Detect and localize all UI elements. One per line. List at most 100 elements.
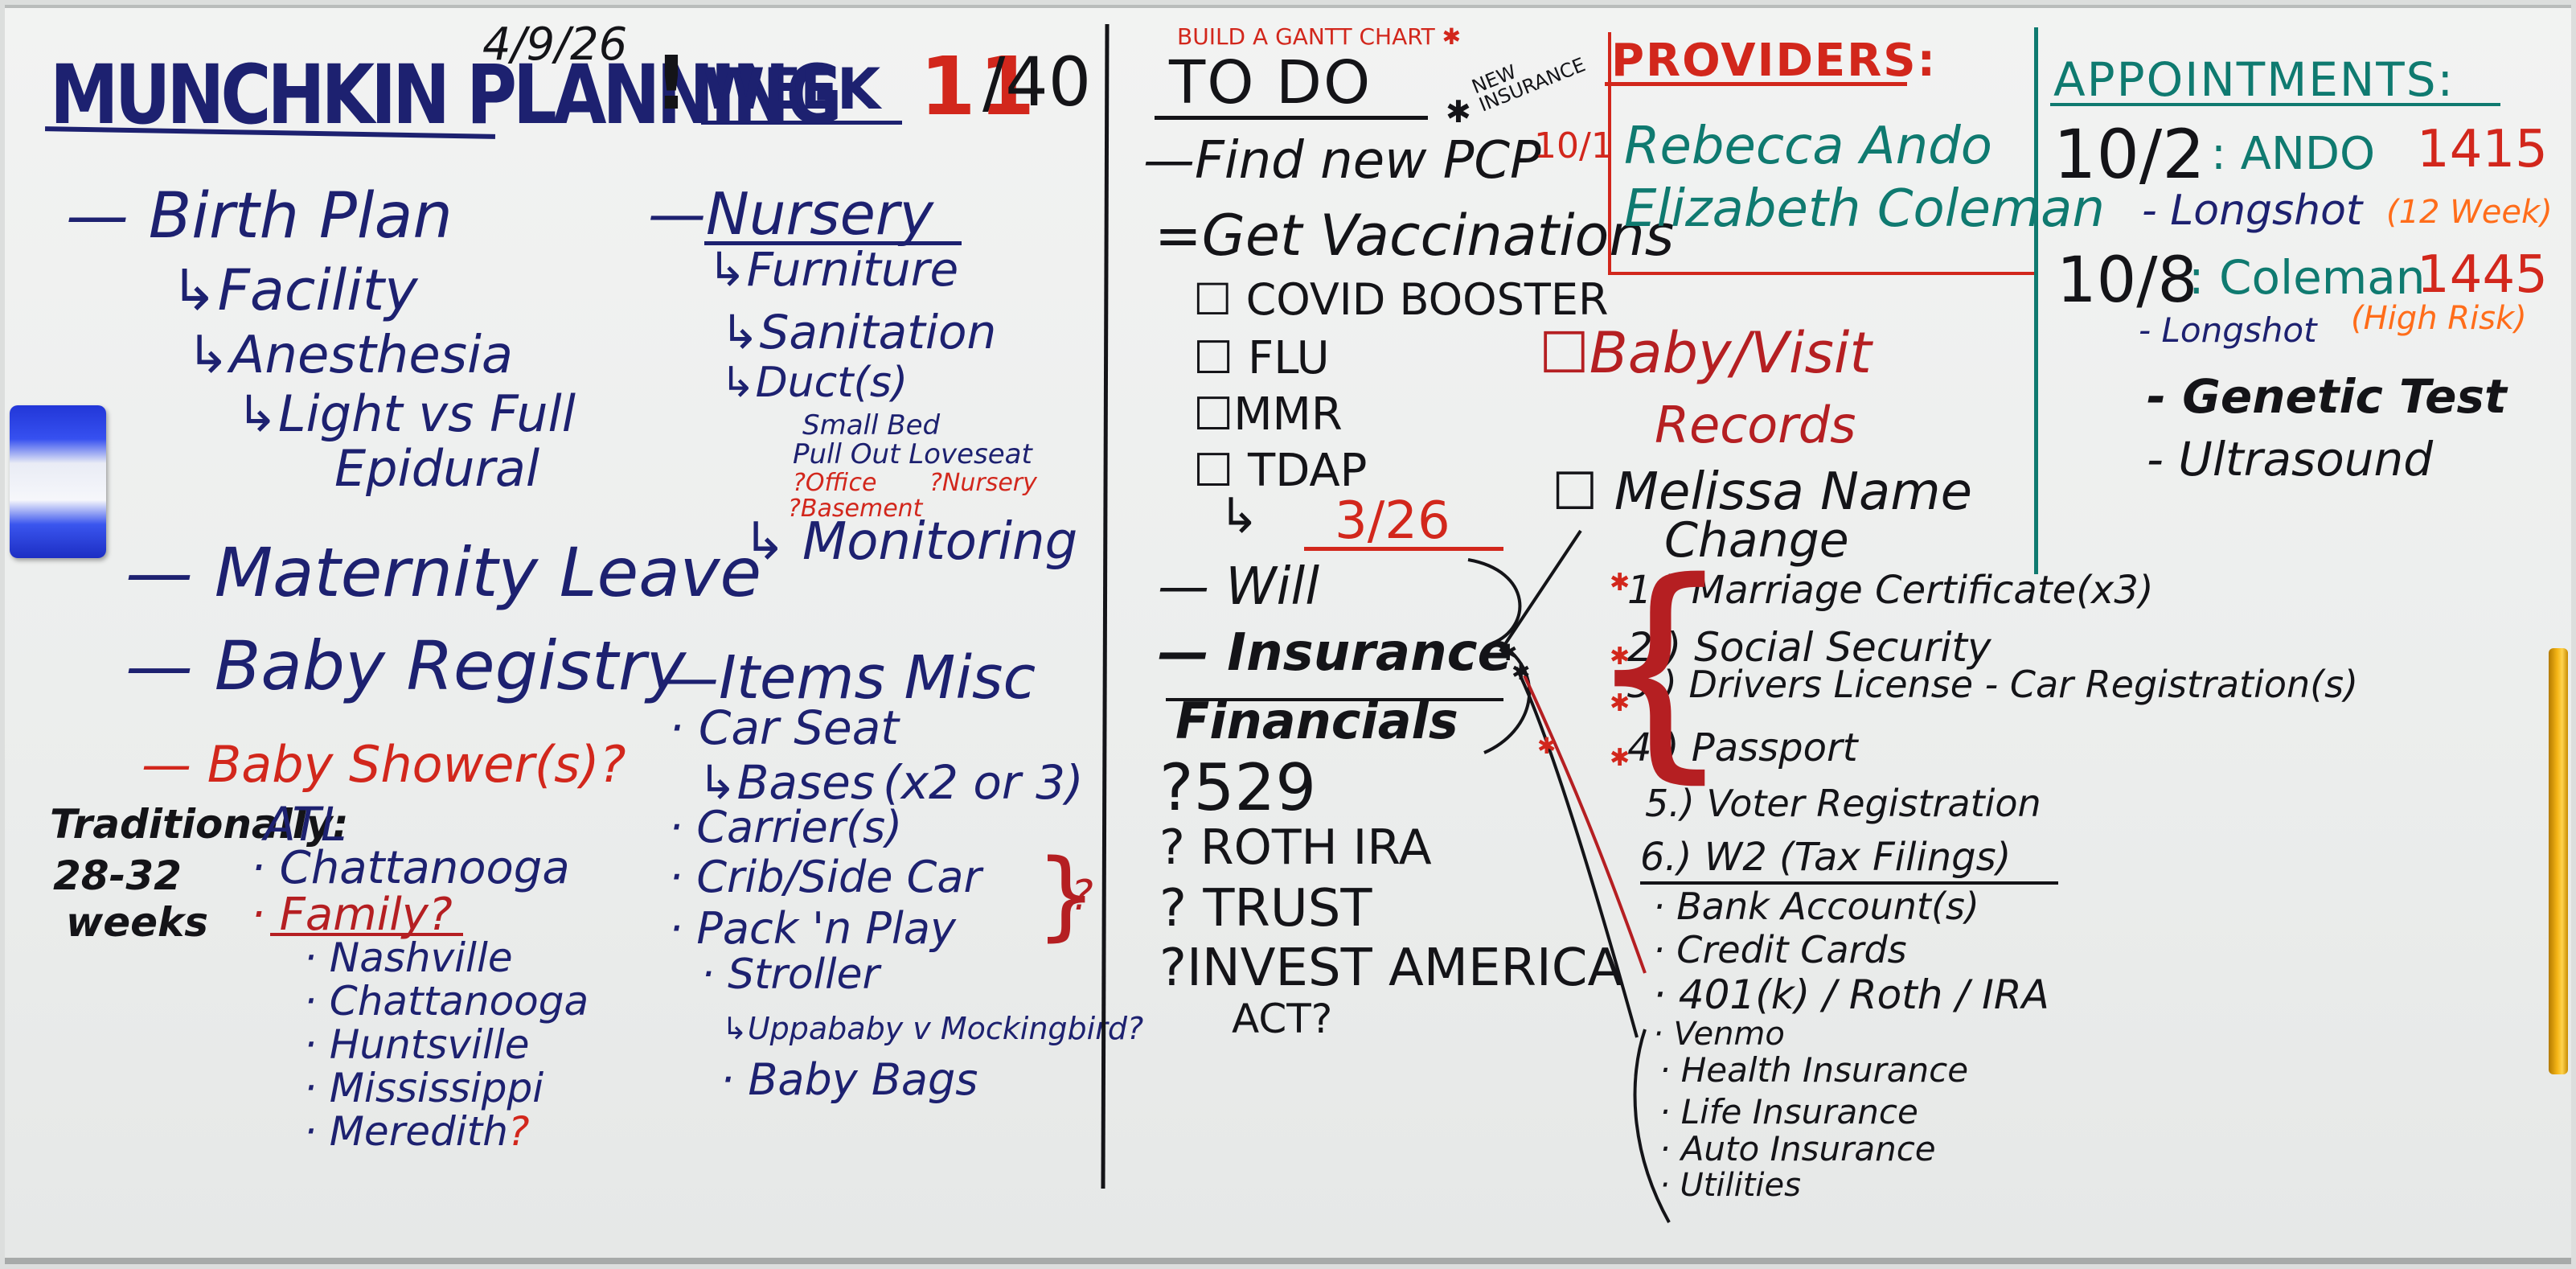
monitoring: ↳ Monitoring: [743, 512, 1078, 572]
account-bank: · Bank Account(s): [1653, 885, 1979, 928]
records-label: Records: [1655, 396, 1856, 454]
genetic-test: - Genetic Test: [2147, 369, 2507, 424]
roth-ira: ? ROTH IRA: [1159, 819, 1432, 876]
baby-shower-label: Baby Shower(s)?: [207, 735, 626, 794]
account-utilities-label: Utilities: [1680, 1167, 1801, 1204]
record-step-3: 3.) Drivers License - Car Registration(s…: [1627, 663, 2359, 706]
nashville: · Nashville: [304, 934, 513, 981]
step-2-star: ✱: [1610, 643, 1631, 671]
weeks-range: 28-32: [53, 852, 182, 899]
tdap-arrow-icon: ↳: [1219, 488, 1260, 544]
week-total: /40: [982, 43, 1092, 121]
crib-pack-bracket: }: [1036, 840, 1097, 951]
step-1-star: ✱: [1610, 569, 1631, 597]
pack-n-play-label: Pack 'n Play: [696, 903, 956, 954]
title-exclamation: !: [654, 40, 688, 126]
nursery-underline: [704, 241, 962, 245]
pull-out-loveseat: Pull Out Loveseat: [793, 438, 1032, 470]
whiteboard: MUNCHKIN PLANNING 4/9/26 ! WEEK 11 /40 —…: [5, 5, 2571, 1264]
record-step-2: 2.) Social Security: [1627, 624, 1991, 671]
maternity-leave-label: Maternity Leave: [214, 533, 762, 612]
epidural: Epidural: [334, 439, 540, 498]
account-retirement-label: 401(k) / Roth / IRA: [1678, 971, 2049, 1018]
new-insurance: NEW INSURANCE: [1468, 53, 1589, 117]
nursery-option: ?Nursery: [929, 469, 1037, 497]
covid-label: COVID BOOSTER: [1245, 274, 1609, 325]
appt2-date: 10/8: [2057, 244, 2198, 317]
blue-magnet-eraser: [10, 405, 106, 558]
week-underline: [701, 121, 902, 125]
step-4-star: ✱: [1610, 744, 1631, 772]
weeks-word: weeks: [66, 899, 209, 946]
gantt-note-label: BUILD A GANTT CHART: [1177, 23, 1435, 50]
baby-bags: · Baby Bags: [720, 1054, 978, 1105]
financials: Financials: [1175, 696, 1458, 746]
small-bed: Small Bed: [802, 409, 941, 441]
account-life: · Life Insurance: [1659, 1092, 1918, 1131]
basement-option: ?Basement: [788, 495, 923, 523]
facility: ↳Facility: [170, 257, 418, 323]
connector-star-2: ✱: [1512, 659, 1531, 685]
items-misc-label: Items Misc: [719, 643, 1036, 713]
appt1-time: 1415: [2417, 120, 2548, 179]
meredith-label: Meredith: [329, 1108, 508, 1155]
nashville-label: Nashville: [329, 934, 513, 981]
appt1-sub: - Longshot: [2142, 187, 2363, 235]
sanitation: ↳Sanitation: [720, 305, 997, 359]
huntsville: · Huntsville: [304, 1021, 530, 1068]
facility-label: Facility: [217, 257, 418, 323]
record-step-6: 6.) W2 (Tax Filings): [1640, 835, 2012, 880]
stroller-label: Stroller: [728, 951, 880, 999]
light-vs-full-label: Light vs Full: [277, 384, 576, 443]
car-seat-label: Car Seat: [698, 700, 899, 755]
melissa-change: Change: [1664, 512, 1849, 569]
duct: ↳Duct(s): [720, 359, 909, 407]
week-label: WEEK: [703, 56, 880, 122]
uppababy: ↳Uppababy v Mockingbird?: [722, 1011, 1144, 1046]
nursery-label: Nursery: [706, 180, 934, 248]
baby-bags-label: Baby Bags: [748, 1054, 978, 1105]
connector-star-1: ✱: [1499, 639, 1518, 666]
maternity-leave: — Maternity Leave: [125, 533, 762, 612]
tdap-checkbox-icon: ☐: [1193, 445, 1234, 497]
light-vs-full: ↳Light vs Full: [236, 384, 576, 443]
account-life-label: Life Insurance: [1680, 1092, 1918, 1131]
flu-checkbox-icon: ☐: [1193, 332, 1234, 384]
carriers-label: Carrier(s): [696, 802, 903, 852]
providers-box-left: [1608, 32, 1611, 273]
tdap-label: TDAP: [1248, 445, 1368, 497]
tdap-date-underline: [1304, 547, 1503, 551]
appt2-note: (High Risk): [2351, 300, 2527, 337]
week-current: 11: [920, 39, 1039, 133]
plan-529: ?529: [1159, 750, 1317, 825]
record-step-4: 4.) Passport: [1627, 725, 1858, 770]
financials-overline: [1166, 698, 1503, 701]
ultrasound: - Ultrasound: [2147, 432, 2434, 487]
appt1-date: 10/2: [2053, 115, 2205, 194]
account-health-label: Health Insurance: [1680, 1050, 1969, 1090]
flu-label: FLU: [1248, 332, 1330, 384]
board-date: 4/9/26: [482, 18, 628, 71]
account-utilities: · Utilities: [1659, 1167, 1801, 1204]
baby-visit-checkbox-icon: ☐: [1539, 320, 1589, 386]
bases-count: (x2 or 3): [883, 755, 1084, 810]
birth-plan-label: Birth Plan: [148, 180, 453, 253]
baby-shower: — Baby Shower(s)?: [142, 735, 626, 794]
baby-visit: ☐Baby/Visit: [1539, 325, 1872, 381]
insurance-label: Insurance: [1227, 623, 1512, 683]
get-vaccinations: =Get Vaccinations: [1155, 203, 1675, 269]
appt2-name: : Coleman: [2188, 250, 2426, 305]
financials-label: Financials: [1175, 692, 1458, 750]
family-label: Family?: [279, 889, 453, 941]
baby-registry: — Baby Registry: [125, 626, 687, 705]
carriers: · Carrier(s): [669, 802, 903, 852]
step-3-star: ✱: [1610, 689, 1631, 717]
meredith-question: ?: [507, 1108, 530, 1155]
find-pcp-label: Find new PCP: [1195, 131, 1541, 191]
mississippi: · Mississippi: [304, 1065, 544, 1111]
anesthesia-label: Anesthesia: [229, 326, 514, 385]
office-option: ?Office: [793, 469, 877, 497]
gantt-note: BUILD A GANTT CHART ✱: [1177, 23, 1462, 50]
appt1-note: (12 Week): [2386, 194, 2553, 231]
provider-coleman: Elizabeth Coleman: [1624, 179, 2105, 239]
